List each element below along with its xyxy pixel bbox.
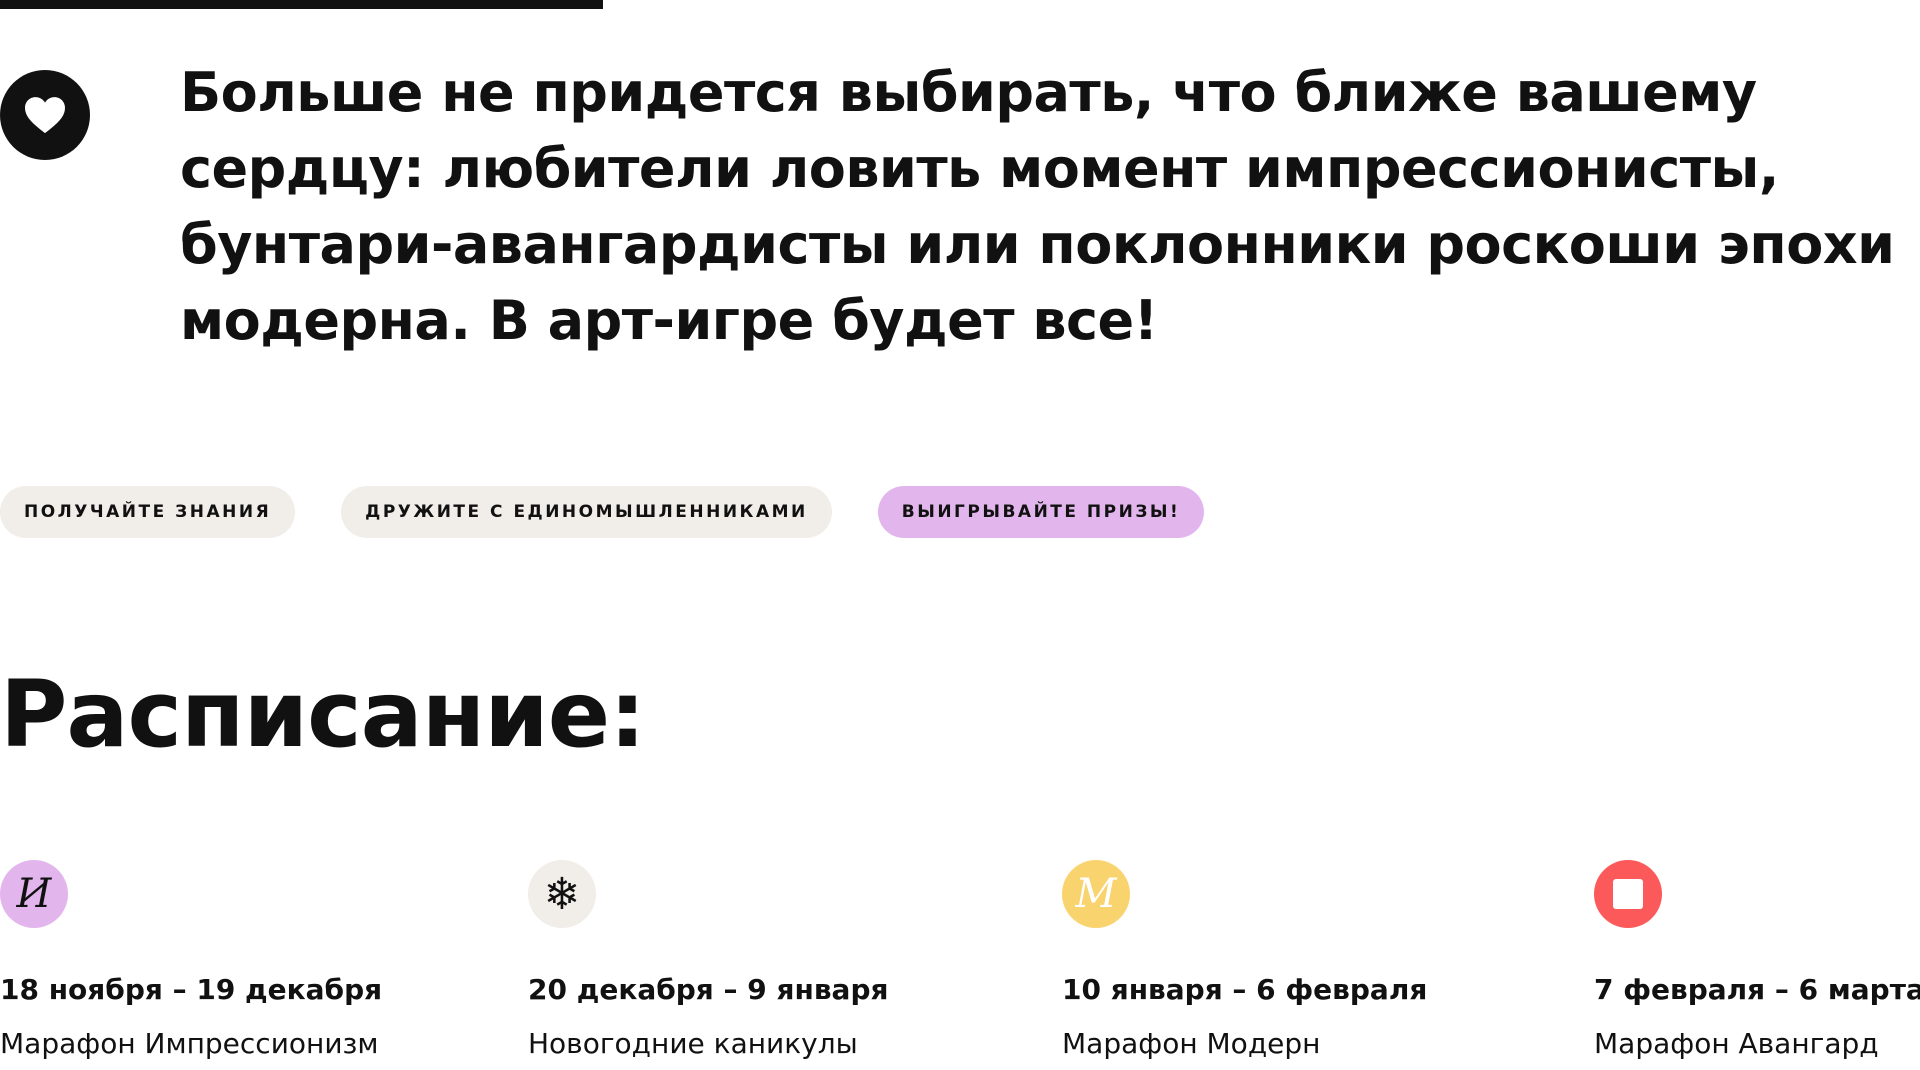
- tag-like-minded[interactable]: ДРУЖИТЕ С ЕДИНОМЫШЛЕННИКАМИ: [341, 486, 832, 538]
- square-icon: [1594, 860, 1662, 928]
- schedule-item-impressionism: И 18 ноября – 19 декабря Марафон Импресс…: [0, 860, 480, 1062]
- schedule-dates: 10 января – 6 февраля: [1062, 973, 1428, 1006]
- intro-text: Больше не придется выбирать, что ближе в…: [180, 61, 1895, 352]
- tag-list: ПОЛУЧАЙТЕ ЗНАНИЯ ДРУЖИТЕ С ЕДИНОМЫШЛЕННИ…: [0, 486, 1205, 538]
- letter-m-icon: М: [1062, 860, 1130, 928]
- schedule-name: Марафон Модерн: [1062, 1027, 1321, 1060]
- letter-i-glyph: И: [16, 871, 52, 917]
- top-divider: [0, 0, 603, 9]
- snowflake-icon: ❄: [528, 860, 596, 928]
- schedule-list: И 18 ноября – 19 декабря Марафон Импресс…: [0, 860, 1920, 1070]
- square-glyph: [1613, 879, 1643, 909]
- letter-i-icon: И: [0, 860, 68, 928]
- schedule-dates: 7 февраля – 6 марта: [1594, 973, 1920, 1006]
- schedule-name: Новогодние каникулы: [528, 1027, 858, 1060]
- letter-m-glyph: М: [1075, 871, 1117, 917]
- schedule-title: Расписание:: [0, 661, 646, 768]
- schedule-item-avantgarde: 7 февраля – 6 марта Марафон Авангард: [1594, 860, 1920, 1062]
- tag-knowledge[interactable]: ПОЛУЧАЙТЕ ЗНАНИЯ: [0, 486, 296, 538]
- schedule-name: Марафон Импрессионизм: [0, 1027, 379, 1060]
- snowflake-glyph: ❄: [543, 868, 581, 920]
- schedule-dates: 20 декабря – 9 января: [528, 973, 889, 1006]
- schedule-dates: 18 ноября – 19 декабря: [0, 973, 383, 1006]
- schedule-item-holidays: ❄ 20 декабря – 9 января Новогодние каник…: [528, 860, 1008, 1062]
- heart-icon: [0, 70, 90, 160]
- schedule-name: Марафон Авангард: [1594, 1027, 1879, 1060]
- tag-prizes[interactable]: ВЫИГРЫВАЙТЕ ПРИЗЫ!: [877, 486, 1205, 538]
- schedule-item-modern: М 10 января – 6 февраля Марафон Модерн: [1062, 860, 1542, 1062]
